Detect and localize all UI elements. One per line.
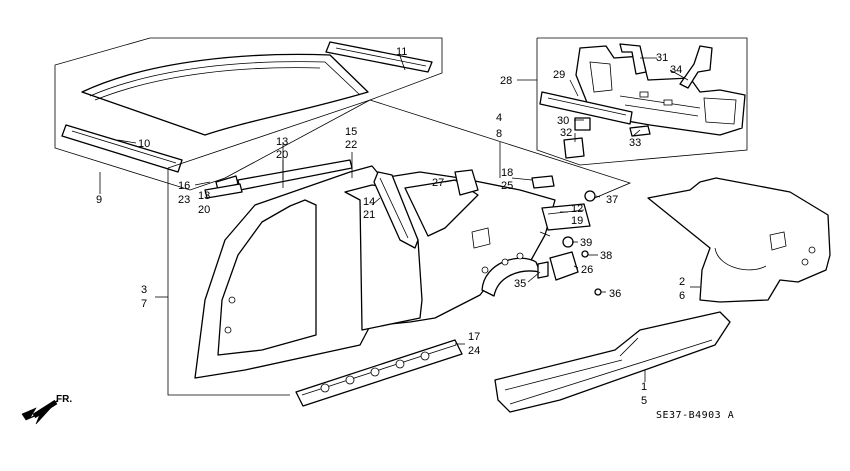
callout-7: 7 — [141, 298, 147, 310]
callout-20-upper: 20 — [276, 149, 288, 161]
callout-8: 8 — [496, 128, 502, 140]
center-pillar — [373, 171, 419, 249]
rear-panel-group-frame — [536, 37, 748, 166]
side-panel-frame — [167, 168, 290, 396]
callout-13-upper: 13 — [276, 136, 288, 148]
rocker-sill — [494, 311, 731, 413]
callout-22: 22 — [345, 139, 357, 151]
roof-group-frame — [54, 37, 443, 191]
callout-24: 24 — [468, 345, 480, 357]
callout-34: 34 — [670, 64, 682, 76]
callout-29: 29 — [553, 69, 565, 81]
callout-14: 14 — [363, 196, 375, 208]
callout-2: 2 — [679, 276, 685, 288]
rocker-reinforcement — [295, 339, 463, 407]
callout-38: 38 — [600, 250, 612, 262]
callout-17: 17 — [468, 331, 480, 343]
callout-30: 30 — [557, 115, 569, 127]
callout-39: 39 — [580, 237, 592, 249]
direction-label: FR. — [56, 394, 72, 405]
callout-16: 16 — [178, 180, 190, 192]
callout-26: 26 — [581, 264, 593, 276]
callout-23: 23 — [178, 194, 190, 206]
callout-11: 11 — [396, 46, 407, 58]
callout-37: 37 — [606, 194, 618, 206]
callout-31: 31 — [656, 52, 668, 64]
rear-panel-assembly — [539, 43, 746, 159]
callout-18: 18 — [501, 167, 513, 179]
callout-6: 6 — [679, 290, 685, 302]
roof-panel — [81, 53, 369, 136]
front-direction-arrow: FR. — [21, 394, 72, 425]
callout-28: 28 — [500, 75, 512, 87]
callout-12: 12 — [571, 203, 583, 215]
callout-32: 32 — [560, 127, 572, 139]
callout-3: 3 — [141, 284, 147, 296]
callout-19: 19 — [571, 215, 583, 227]
rear-quarter-panel — [647, 177, 831, 303]
callout-21: 21 — [363, 209, 375, 221]
roof-rail-rear — [325, 41, 433, 73]
callout-15: 15 — [345, 126, 357, 138]
callout-33: 33 — [629, 137, 641, 149]
callout-labels: 11 10 9 28 29 31 34 30 32 33 4 8 13 20 1… — [96, 46, 685, 407]
callout-27: 27 — [432, 177, 444, 189]
diagram-code: SE37-B4903 A — [656, 410, 734, 421]
callout-35: 35 — [514, 278, 526, 290]
leader-lines — [99, 55, 700, 382]
callout-20-lower: 20 — [198, 204, 210, 216]
callout-36: 36 — [609, 288, 621, 300]
callout-9: 9 — [96, 194, 102, 206]
side-panel-frame-top — [167, 99, 632, 201]
callout-4: 4 — [496, 112, 502, 124]
callout-25: 25 — [501, 180, 513, 192]
callout-10: 10 — [138, 138, 150, 150]
small-parts — [454, 169, 602, 296]
callout-13-lower: 13 — [198, 190, 210, 202]
roof-rail-front — [61, 124, 183, 173]
callout-5: 5 — [641, 395, 647, 407]
callout-1: 1 — [641, 381, 647, 393]
